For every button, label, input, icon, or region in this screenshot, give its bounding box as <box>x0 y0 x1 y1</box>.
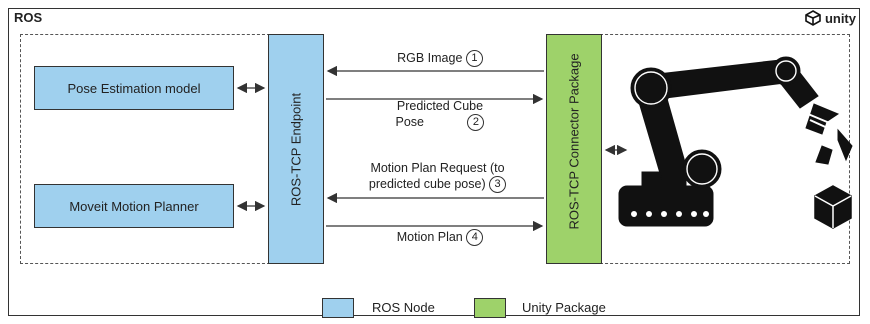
unity-logo-icon <box>805 10 821 26</box>
legend-unity-package-label: Unity Package <box>522 300 606 315</box>
pose-estimation-label: Pose Estimation model <box>67 80 201 96</box>
message-3-number: 3 <box>489 176 507 193</box>
message-1: RGB Image 1 <box>350 50 530 67</box>
gripper-bands <box>807 113 833 131</box>
message-2-line1: Predicted Cube <box>396 99 484 113</box>
diagram-title: ROS <box>14 10 43 25</box>
robot-joint-1 <box>634 71 668 105</box>
message-2-line2: Pose <box>395 114 425 129</box>
robot-joint-2 <box>686 153 718 185</box>
ros-tcp-endpoint-node <box>268 34 324 264</box>
message-4-label: Motion Plan <box>396 229 463 244</box>
cube-icon <box>814 185 852 229</box>
message-4-number: 4 <box>466 229 484 246</box>
legend-ros-node-label: ROS Node <box>372 300 435 315</box>
robot-base-dots <box>631 211 709 217</box>
message-1-label: RGB Image <box>397 50 463 65</box>
legend-ros-node-swatch <box>322 298 354 318</box>
legend-unity-package-swatch <box>474 298 506 318</box>
motion-planner-node: Moveit Motion Planner <box>34 184 234 228</box>
robot-joint-3 <box>775 60 797 82</box>
message-2-number: 2 <box>467 114 485 131</box>
message-3-line1: Motion Plan Request (to <box>370 161 505 175</box>
unity-brand-label: unity <box>824 10 856 26</box>
message-1-number: 1 <box>465 50 483 67</box>
message-3-line2: predicted cube pose) <box>368 176 486 191</box>
outer-frame <box>8 8 860 316</box>
pose-estimation-node: Pose Estimation model <box>34 66 234 110</box>
motion-planner-label: Moveit Motion Planner <box>69 198 199 214</box>
ros-tcp-connector-node <box>546 34 602 264</box>
unity-brand: unity <box>804 10 856 26</box>
message-2: Predicted Cube Pose 2 <box>340 99 540 131</box>
message-4: Motion Plan 4 <box>350 229 530 246</box>
message-3: Motion Plan Request (to predicted cube p… <box>330 161 545 193</box>
